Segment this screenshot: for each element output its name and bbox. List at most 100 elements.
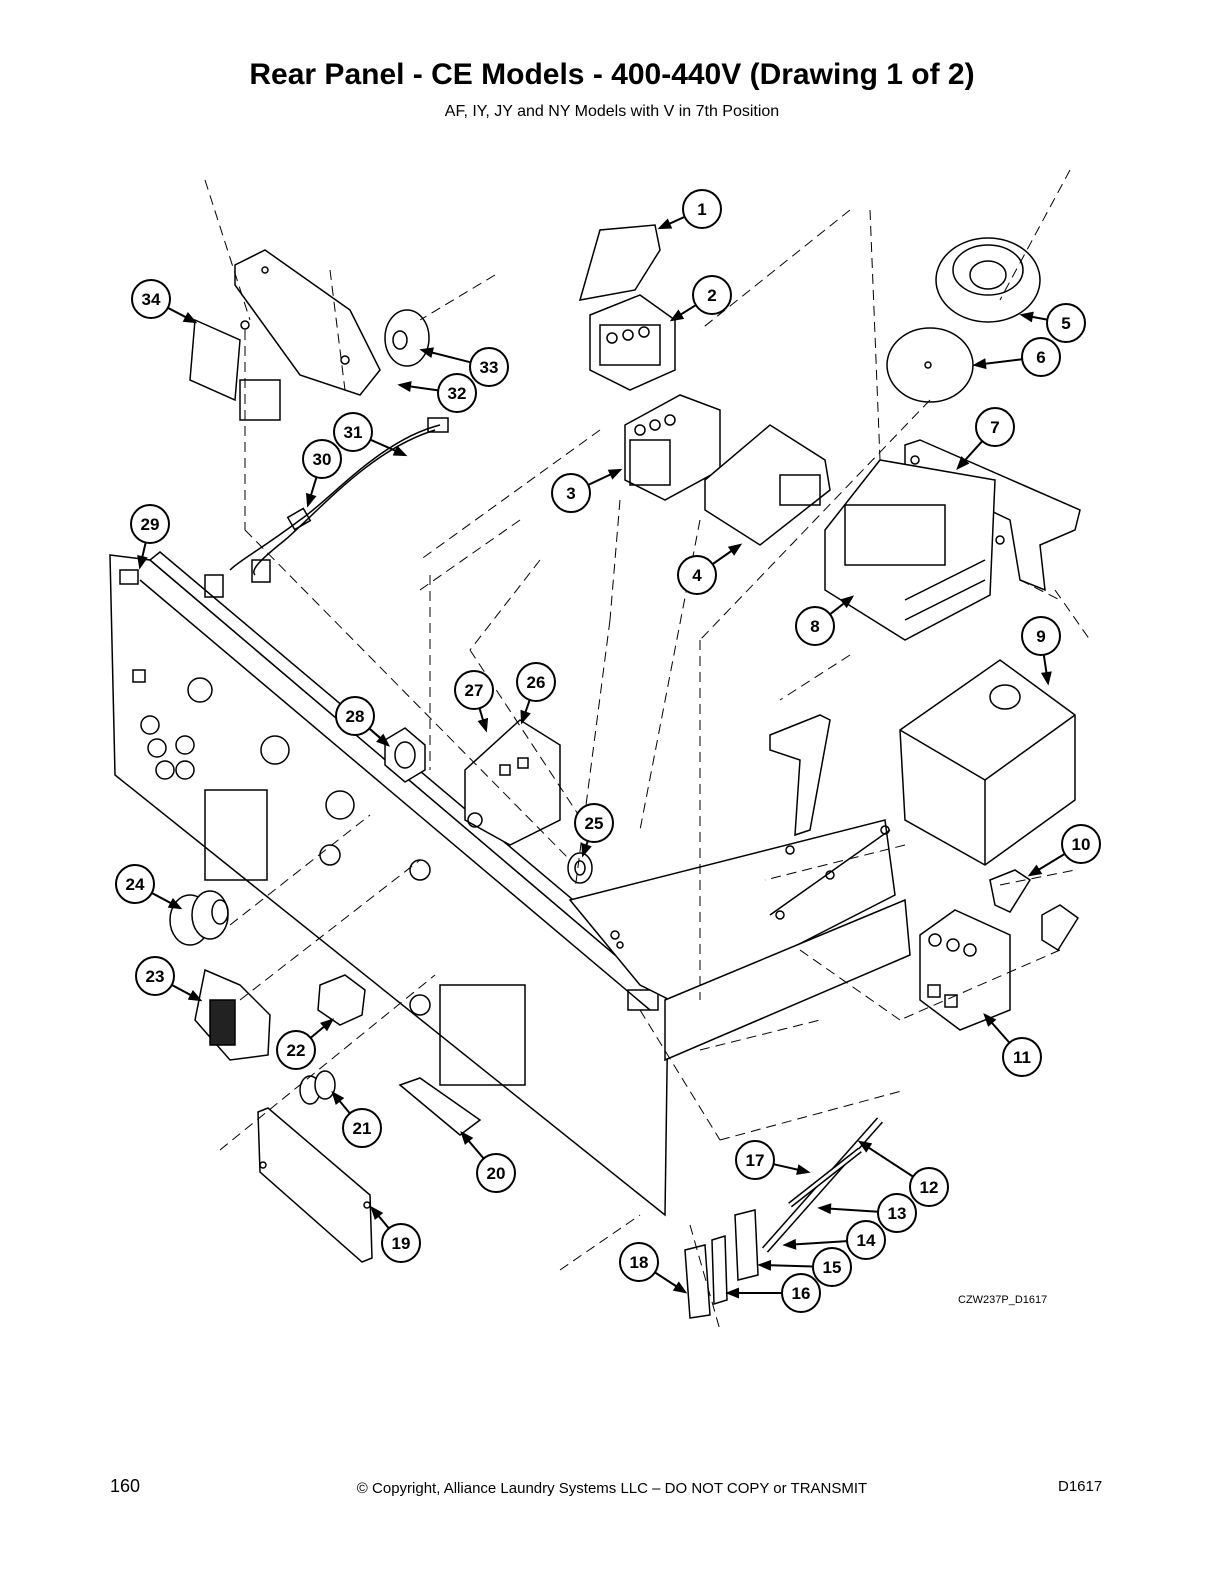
callout-label-23: 23 xyxy=(146,967,165,986)
callout-circle-30 xyxy=(302,439,342,479)
contactor-26-27 xyxy=(464,719,561,846)
knob-33 xyxy=(384,309,430,367)
callout-label-20: 20 xyxy=(487,1164,506,1183)
callout-circle-20 xyxy=(476,1153,516,1193)
cover-19 xyxy=(257,1107,373,1263)
callout-label-17: 17 xyxy=(746,1151,765,1170)
callout-label-11: 11 xyxy=(1013,1048,1031,1067)
rocker-switch-22 xyxy=(317,974,366,1026)
callout-arrow-14 xyxy=(782,1238,797,1250)
callout-circle-9 xyxy=(1021,616,1061,656)
callout-circle-28 xyxy=(335,696,375,736)
callout-circle-17 xyxy=(735,1140,775,1180)
callout-label-1: 1 xyxy=(697,200,706,219)
callout-arrow-5 xyxy=(1019,311,1034,323)
callout-arrow-9 xyxy=(1040,671,1052,686)
page-title: Rear Panel - CE Models - 400-440V (Drawi… xyxy=(249,58,975,91)
callout-circle-12 xyxy=(909,1167,949,1207)
callout-circle-14 xyxy=(846,1220,886,1260)
callout-label-15: 15 xyxy=(823,1258,842,1277)
grommet-25 xyxy=(567,852,593,884)
callout-label-33: 33 xyxy=(480,358,499,377)
callout-circle-3 xyxy=(551,473,591,513)
callout-arrow-27 xyxy=(477,717,489,733)
relay-1-2 xyxy=(578,224,676,391)
callout-circle-34 xyxy=(131,279,171,319)
callout-label-2: 2 xyxy=(707,286,716,305)
callout-circle-10 xyxy=(1061,824,1101,864)
callout-label-3: 3 xyxy=(566,484,575,503)
callout-label-19: 19 xyxy=(392,1234,411,1253)
switch-10b xyxy=(1041,904,1080,952)
callout-circle-15 xyxy=(812,1247,852,1287)
page-subtitle: AF, IY, JY and NY Models with V in 7th P… xyxy=(444,103,780,120)
callout-arrow-10 xyxy=(1027,864,1043,877)
arm-bracket xyxy=(769,714,831,837)
callout-arrow-26 xyxy=(520,709,531,725)
callout-arrow-11 xyxy=(983,1012,997,1027)
callout-arrow-34 xyxy=(182,312,198,324)
callout-label-18: 18 xyxy=(630,1253,649,1272)
copyright-notice: © Copyright, Alliance Laundry Systems LL… xyxy=(356,1480,868,1497)
disc-6 xyxy=(886,327,974,403)
callout-label-10: 10 xyxy=(1072,835,1091,854)
callout-circle-2 xyxy=(692,275,732,315)
callout-arrow-12 xyxy=(857,1140,873,1153)
callout-label-27: 27 xyxy=(465,681,484,700)
callout-arrow-3 xyxy=(607,468,623,480)
callout-arrow-19 xyxy=(370,1205,384,1220)
callout-label-8: 8 xyxy=(810,617,819,636)
contactor-11 xyxy=(919,909,1011,1031)
callout-arrow-18 xyxy=(672,1281,688,1294)
callout-arrow-2 xyxy=(669,309,685,322)
callout-label-30: 30 xyxy=(313,450,332,469)
callout-circle-27 xyxy=(454,670,494,710)
cap-5 xyxy=(935,237,1041,323)
switch-handle-23 xyxy=(194,968,271,1061)
callout-arrow-29 xyxy=(137,555,148,570)
callout-label-22: 22 xyxy=(287,1041,306,1060)
callout-arrow-15 xyxy=(757,1259,772,1271)
callout-label-21: 21 xyxy=(353,1119,372,1138)
switch-10a xyxy=(989,869,1032,913)
callout-circle-21 xyxy=(342,1108,382,1148)
nut-28 xyxy=(384,727,426,783)
callout-circle-13 xyxy=(877,1193,917,1233)
callout-arrow-17 xyxy=(796,1164,811,1175)
callout-circle-23 xyxy=(135,956,175,996)
drawing-id: CZW237P_D1617 xyxy=(958,1294,1047,1306)
callout-label-12: 12 xyxy=(920,1178,939,1197)
callout-label-29: 29 xyxy=(141,515,160,534)
callout-arrow-23 xyxy=(187,989,203,1002)
callout-label-13: 13 xyxy=(888,1204,907,1223)
callout-circle-8 xyxy=(795,606,835,646)
callout-arrow-13 xyxy=(817,1203,832,1215)
transformer-8 xyxy=(824,459,996,641)
callout-arrow-33 xyxy=(419,347,435,359)
callout-circle-22 xyxy=(276,1030,316,1070)
callout-arrow-6 xyxy=(972,358,987,370)
callout-circle-4 xyxy=(677,555,717,595)
callout-label-5: 5 xyxy=(1061,314,1070,333)
wire-harness-30-31 xyxy=(204,417,449,598)
callout-arrow-24 xyxy=(167,897,183,910)
callout-label-7: 7 xyxy=(990,418,999,437)
relay-bracket-32-34 xyxy=(189,249,381,421)
callout-arrow-1 xyxy=(657,218,673,230)
callout-circle-29 xyxy=(130,504,170,544)
transformer-4 xyxy=(704,424,831,546)
callout-arrow-32 xyxy=(397,381,412,392)
callout-circle-1 xyxy=(682,189,722,229)
callout-arrow-25 xyxy=(581,842,592,858)
callout-circle-31 xyxy=(333,412,373,452)
callout-arrow-20 xyxy=(460,1130,474,1145)
callout-circle-26 xyxy=(516,662,556,702)
callout-arrow-28 xyxy=(376,733,391,747)
callout-label-34: 34 xyxy=(142,290,161,309)
callout-arrow-4 xyxy=(727,543,743,556)
callout-label-28: 28 xyxy=(346,707,365,726)
callout-label-4: 4 xyxy=(692,566,702,585)
callout-circle-32 xyxy=(437,373,477,413)
callout-circle-6 xyxy=(1021,337,1061,377)
